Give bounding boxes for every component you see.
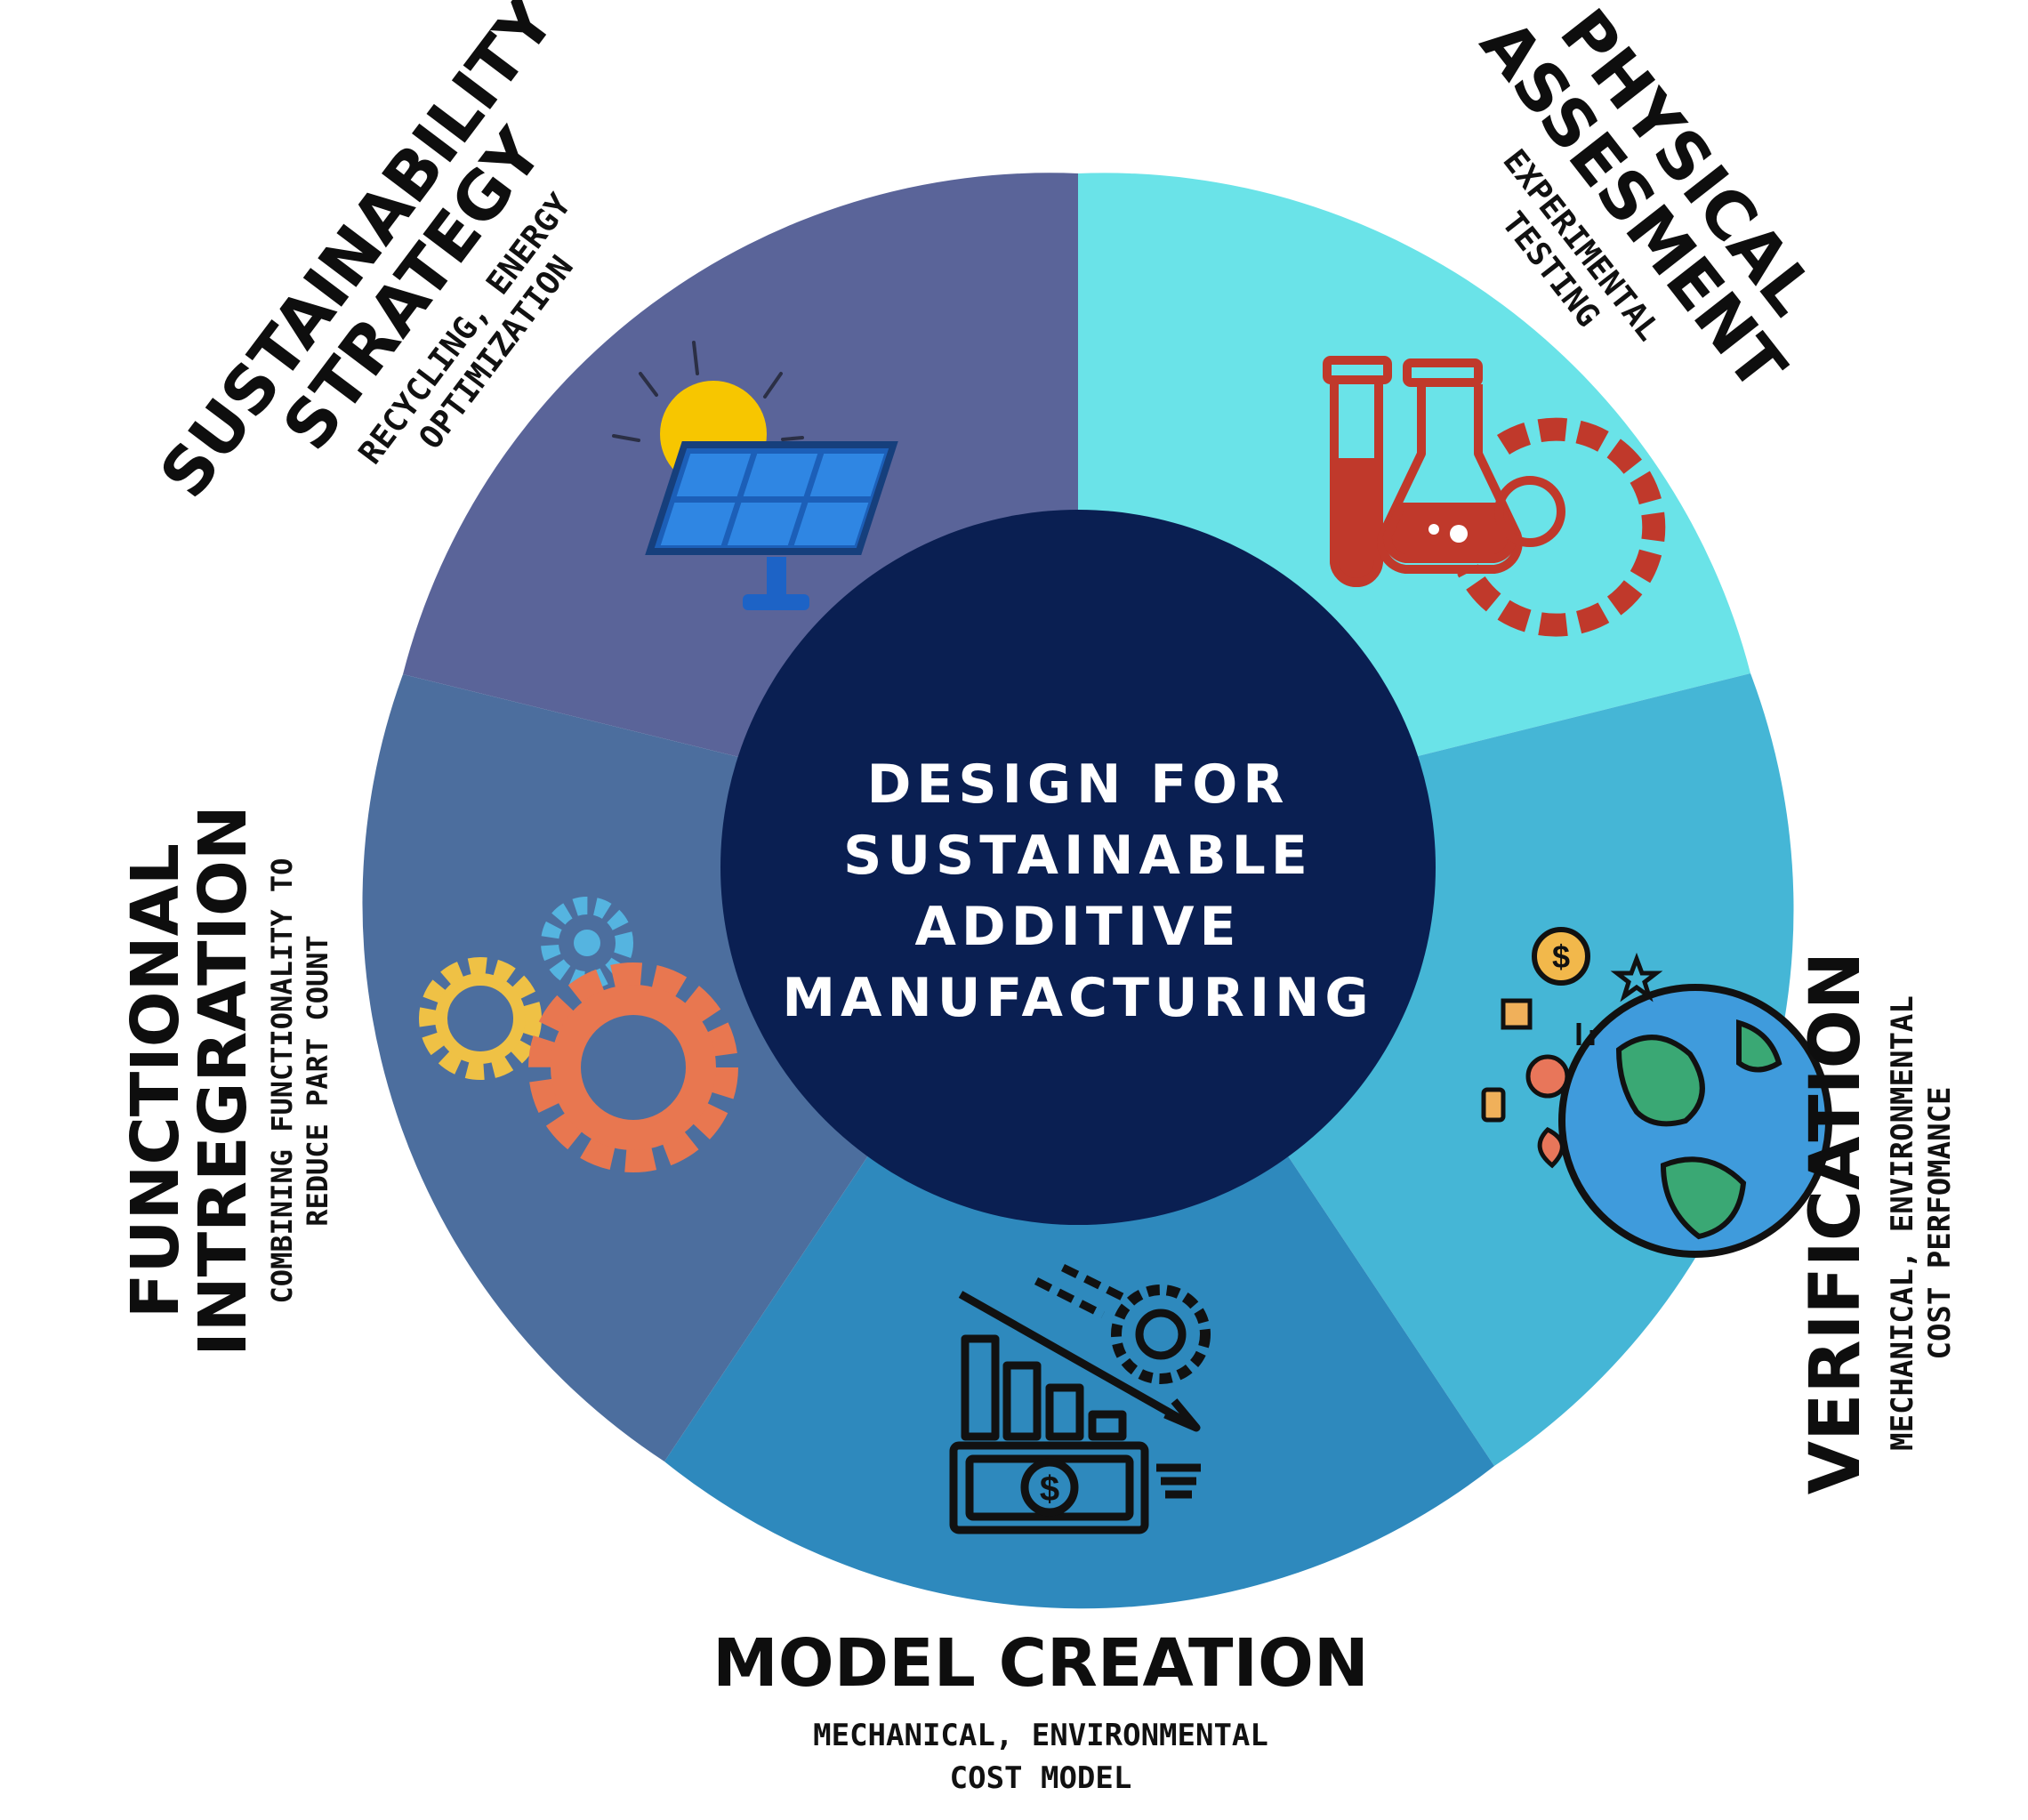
label-model-creation: MODEL CREATION MECHANICAL, ENVIRONMENTAL… (712, 1625, 1369, 1796)
label-functional-integration: FUNCTIONAL INTREGRATION COMBINING FUNCTI… (117, 805, 334, 1357)
verification-subtitle-line-2: COST PERFOMANCE (1922, 1086, 1958, 1359)
model-creation-subtitle-line-1: MECHANICAL, ENVIRONMENTAL (813, 1718, 1268, 1753)
functional-title-line-1: FUNCTIONAL (117, 843, 194, 1318)
functional-subtitle-line-1: COMBINING FUNCTIONALITY TO (265, 858, 299, 1304)
functional-subtitle-line-2: REDUCE PART COUNT (301, 935, 334, 1227)
center-hub: DESIGN FOR SUSTAINABLE ADDITIVE MANUFACT… (720, 510, 1436, 1225)
model-creation-title: MODEL CREATION (712, 1625, 1369, 1702)
svg-text:$: $ (1040, 1470, 1059, 1509)
cost-reduction-icon: $ (949, 1263, 1211, 1534)
center-line-1: DESIGN FOR (867, 753, 1290, 816)
solar-panel-icon (612, 341, 898, 610)
lab-flask-gear-icon (1323, 356, 1666, 637)
functional-title-line-2: INTREGRATION (185, 805, 262, 1357)
center-line-3: ADDITIVE (914, 896, 1241, 958)
model-creation-subtitle-line-2: COST MODEL (950, 1760, 1132, 1796)
label-verification: VERIFICATION MECHANICAL, ENVIRONMENTAL C… (1796, 952, 1958, 1494)
gears-icon (419, 897, 738, 1172)
center-line-2: SUSTAINABLE (843, 825, 1313, 887)
svg-text:$: $ (1552, 938, 1570, 975)
verification-subtitle-line-1: MECHANICAL, ENVIRONMENTAL (1885, 995, 1920, 1451)
verification-title: VERIFICATION (1796, 952, 1876, 1494)
globe-analytics-icon: $ (1481, 927, 1832, 1258)
center-line-4: MANUFACTURING (782, 967, 1373, 1029)
center-circle (720, 510, 1436, 1225)
